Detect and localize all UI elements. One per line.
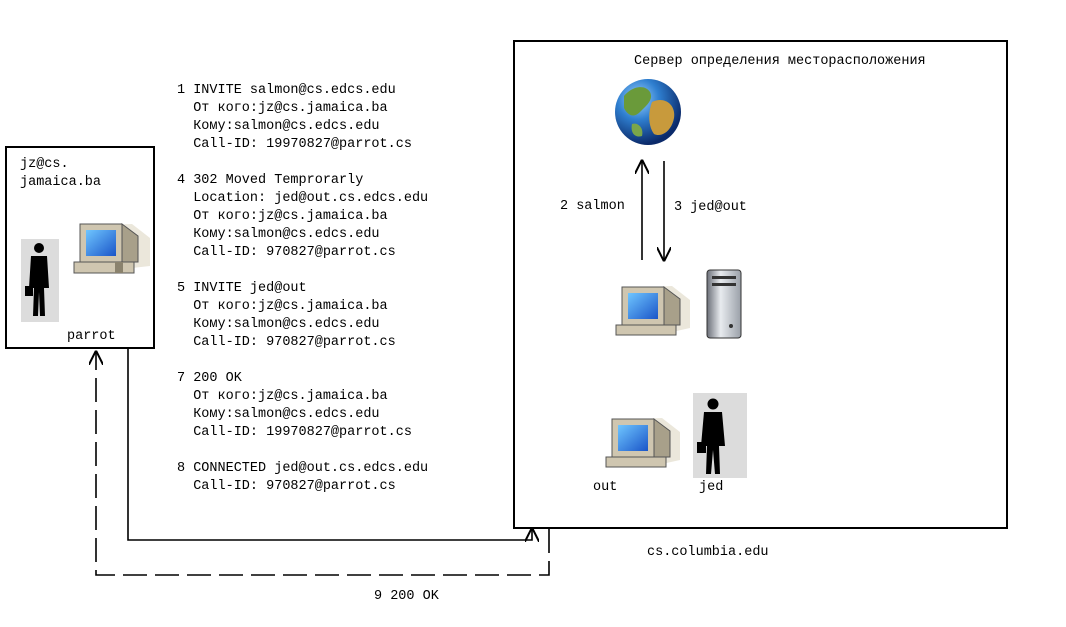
out-computer-icon [605,418,680,468]
bottom-message-label: 9 200 OK [374,589,439,604]
server-to-proxy-label: 3 jed@out [674,200,747,215]
message-line: Call-ID: 970827@parrot.cs [177,245,396,260]
proxy-computer-icon [615,286,690,336]
caller-host-line2: jamaica.ba [20,175,102,190]
message-line: От кого:jz@cs.jamaica.ba [177,299,388,314]
message-1: 1 INVITE salmon@cs.edcs.edu От кого:jz@c… [177,82,412,154]
message-line: От кого:jz@cs.jamaica.ba [177,389,388,404]
caller-machine-label: parrot [67,329,116,344]
message-line: Кому:salmon@cs.edcs.edu [177,119,380,134]
domain-label: cs.columbia.edu [647,545,769,560]
out-label: out [593,480,618,495]
server-tower-icon [706,269,742,339]
message-line: Кому:salmon@cs.edcs.edu [177,227,380,242]
message-line: 7 200 OK [177,371,242,386]
message-line: Call-ID: 970827@parrot.cs [177,335,396,350]
message-line: Кому:salmon@cs.edcs.edu [177,317,380,332]
message-line: Call-ID: 19970827@parrot.cs [177,425,412,440]
message-8: 8 CONNECTED jed@out.cs.edcs.edu Call-ID:… [177,460,428,496]
message-line: 1 INVITE salmon@cs.edcs.edu [177,83,396,98]
message-line: Кому:salmon@cs.edcs.edu [177,407,380,422]
proxy-to-server-label: 2 salmon [560,199,625,214]
caller-computer-icon [73,223,150,274]
jed-label: jed [699,480,724,495]
message-line: 5 INVITE jed@out [177,281,307,296]
globe-icon [615,79,681,145]
message-5: 5 INVITE jed@out От кого:jz@cs.jamaica.b… [177,280,396,352]
message-line: Call-ID: 19970827@parrot.cs [177,137,412,152]
jed-businessman-icon [693,393,747,478]
message-line: От кого:jz@cs.jamaica.ba [177,209,388,224]
caller-host-line1: jz@cs. [20,157,69,172]
caller-businessman-icon [21,239,59,322]
message-line: 4 302 Moved Temprorarly [177,173,364,188]
message-line: Location: jed@out.cs.edcs.edu [177,191,429,206]
dashed-response-path [96,352,550,576]
domain-box [513,40,1008,529]
message-line: От кого:jz@cs.jamaica.ba [177,101,388,116]
message-line: 8 CONNECTED jed@out.cs.edcs.edu [177,461,429,476]
solid-signal-path [127,349,532,540]
message-4: 4 302 Moved Temprorarly Location: jed@ou… [177,172,428,262]
message-line: Call-ID: 970827@parrot.cs [177,479,396,494]
location-server-title: Сервер определения месторасположения [634,54,926,69]
message-7: 7 200 OK От кого:jz@cs.jamaica.ba Кому:s… [177,370,412,442]
